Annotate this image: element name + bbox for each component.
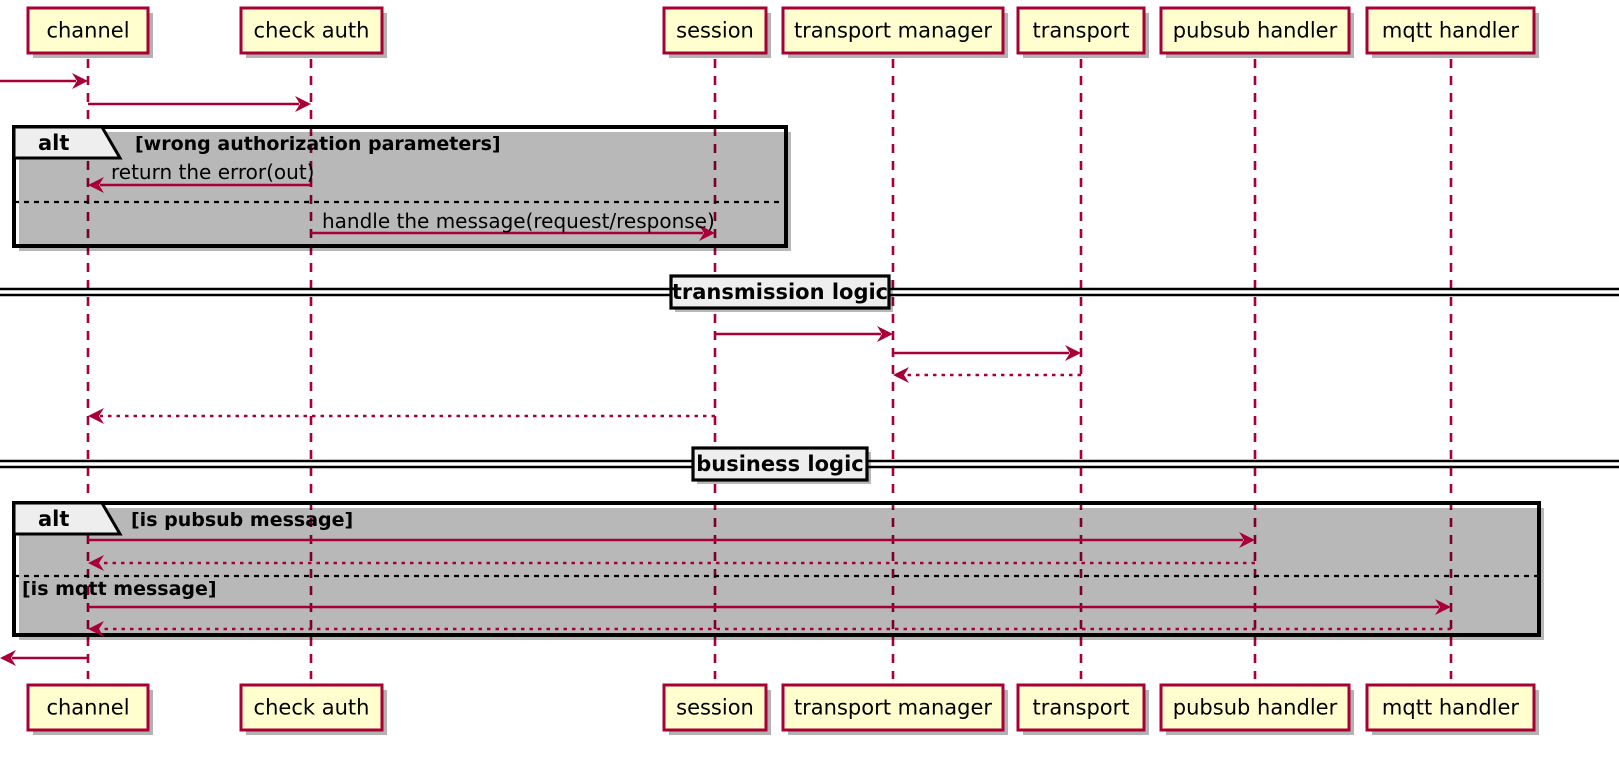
participant-box[interactable] [662, 6, 768, 55]
arrow-head [1435, 599, 1451, 615]
participant-session-footer[interactable]: session [662, 683, 771, 735]
participant-box[interactable] [1016, 683, 1146, 732]
divider-box [691, 446, 869, 482]
arrow-head [877, 326, 893, 342]
participant-label-channel: channel [46, 696, 129, 720]
participant-check_auth-footer[interactable]: check auth [239, 683, 387, 735]
message-m5 [715, 326, 893, 342]
participant-label-transport_manager: transport manager [794, 696, 992, 720]
arrow-head [699, 225, 715, 241]
message-m4: handle the message(request/response) [311, 209, 715, 241]
participant-transport_manager-header[interactable]: transport manager [781, 6, 1008, 58]
divider-div2: business logic [0, 446, 1619, 484]
group-alt2: alt [is pubsub message] [is mqtt message] [12, 501, 1544, 640]
group-type-label: alt [38, 507, 69, 531]
participant-box[interactable] [1365, 683, 1536, 732]
divider-box [669, 274, 891, 310]
participant-box[interactable] [781, 683, 1005, 732]
participant-label-transport: transport [1032, 696, 1129, 720]
participant-box[interactable] [662, 683, 768, 732]
participant-transport_manager-footer[interactable]: transport manager [781, 683, 1008, 735]
participant-box[interactable] [239, 6, 384, 55]
message-m11 [88, 599, 1451, 615]
participant-label-check_auth: check auth [254, 696, 370, 720]
arrow-head [88, 177, 104, 193]
participant-box[interactable] [26, 683, 150, 732]
participant-channel-footer[interactable]: channel [26, 683, 153, 735]
participant-box[interactable] [781, 6, 1005, 55]
group-alt1: alt [wrong authorization parameters] [12, 125, 791, 251]
divider-label: transmission logic [672, 280, 888, 304]
participant-label-pubsub_handler: pubsub handler [1173, 696, 1338, 720]
message-m8 [88, 408, 715, 424]
participant-label-mqtt_handler: mqtt handler [1382, 19, 1520, 43]
participant-label-session: session [676, 19, 754, 43]
arrow-head [1065, 345, 1081, 361]
lifelines-layer [86, 59, 1453, 679]
participant-box[interactable] [1159, 683, 1351, 732]
dividers-layer: transmission logic business logic [0, 274, 1619, 484]
group-condition-label-0: [is pubsub message] [131, 509, 353, 531]
arrow-head [893, 367, 909, 383]
divider-div1: transmission logic [0, 274, 1619, 312]
arrow-head [1239, 532, 1255, 548]
participant-transport-footer[interactable]: transport [1016, 683, 1149, 735]
group-shadow [19, 132, 791, 251]
participant-pubsub_handler-footer[interactable]: pubsub handler [1159, 683, 1354, 735]
arrow-head [88, 555, 104, 571]
participant-transport-header[interactable]: transport [1016, 6, 1149, 58]
message-m12 [88, 621, 1451, 637]
group-frame [12, 125, 788, 248]
participant-channel-header[interactable]: channel [26, 6, 153, 58]
messages-layer: return the error(out) handle the message(… [0, 73, 1451, 666]
divider-label: business logic [696, 452, 864, 476]
participant-pubsub_handler-header[interactable]: pubsub handler [1159, 6, 1354, 58]
arrow-head [0, 650, 16, 666]
group-frame [12, 501, 1541, 637]
message-m6 [893, 345, 1081, 361]
message-label: handle the message(request/response) [322, 209, 715, 233]
participant-label-transport_manager: transport manager [794, 19, 992, 43]
participant-session-header[interactable]: session [662, 6, 771, 58]
participant-mqtt_handler-header[interactable]: mqtt handler [1365, 6, 1539, 58]
participant-label-transport: transport [1032, 19, 1129, 43]
group-condition-label-0: [wrong authorization parameters] [135, 133, 501, 155]
group-type-tab [12, 501, 123, 536]
arrow-head [295, 96, 311, 112]
group-shadow [19, 508, 1544, 640]
arrow-head [88, 408, 104, 424]
participant-box[interactable] [1016, 6, 1146, 55]
participant-box[interactable] [1365, 6, 1536, 55]
participant-box[interactable] [26, 6, 150, 55]
message-m2 [88, 96, 311, 112]
participant-label-session: session [676, 696, 754, 720]
participant-box[interactable] [1159, 6, 1351, 55]
message-m13 [0, 650, 88, 666]
group-type-label: alt [38, 131, 69, 155]
participant-mqtt_handler-footer[interactable]: mqtt handler [1365, 683, 1539, 735]
message-m3: return the error(out) [88, 160, 314, 193]
participant-check_auth-header[interactable]: check auth [239, 6, 387, 58]
arrow-head [88, 621, 104, 637]
message-m9 [88, 532, 1255, 548]
message-m1 [0, 73, 88, 89]
message-m10 [88, 555, 1255, 571]
message-m7 [893, 367, 1081, 383]
participant-label-channel: channel [46, 19, 129, 43]
message-label: return the error(out) [111, 160, 314, 184]
group-condition-label-1: [is mqtt message] [22, 578, 217, 600]
participant-label-mqtt_handler: mqtt handler [1382, 696, 1520, 720]
participants-layer: channel channel check auth check auth sessio… [26, 6, 1539, 735]
participant-label-check_auth: check auth [254, 19, 370, 43]
participant-label-pubsub_handler: pubsub handler [1173, 19, 1338, 43]
participant-box[interactable] [239, 683, 384, 732]
groups-layer: alt [wrong authorization parameters] alt [i… [12, 125, 1544, 640]
arrow-head [72, 73, 88, 89]
group-type-tab [12, 125, 123, 160]
